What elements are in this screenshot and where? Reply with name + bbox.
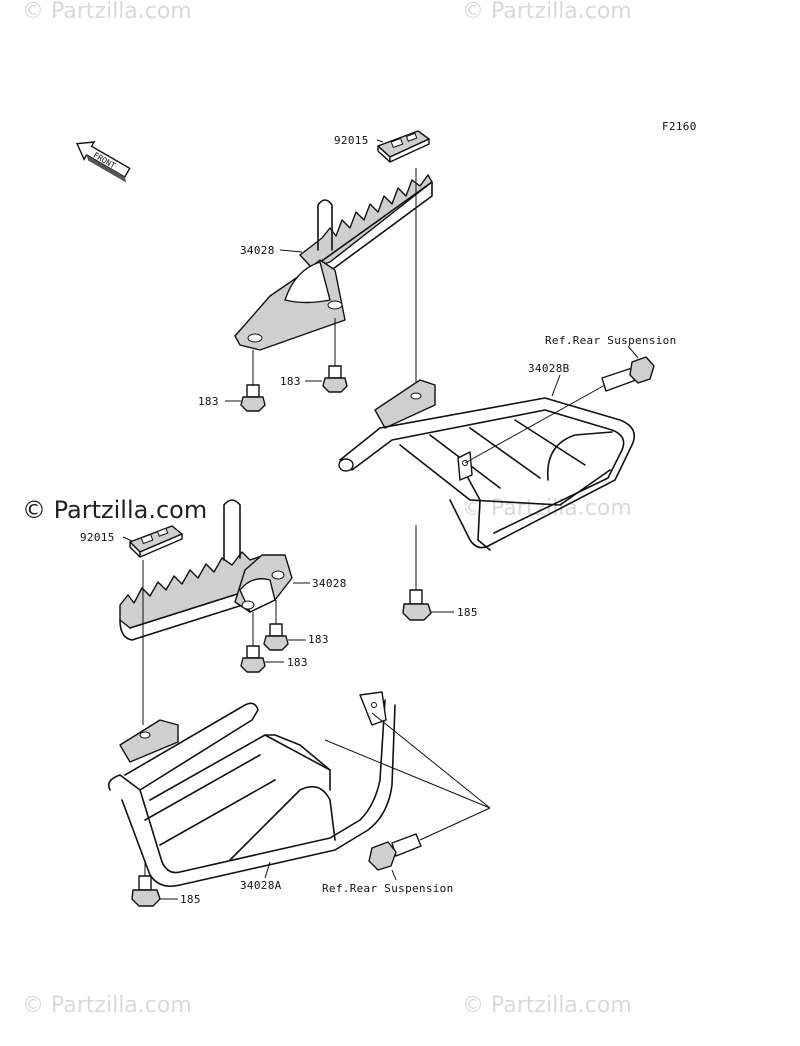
callout-lower-bolt-b: 183: [287, 656, 308, 669]
watermark-main: © Partzilla.com: [22, 496, 207, 524]
upper-frame-bolt-185: [402, 525, 432, 621]
callout-lower-pad: 92015: [80, 531, 115, 544]
lower-footrest-step: [119, 499, 293, 641]
watermark-top-left: © Partzilla.com: [22, 0, 192, 24]
lower-footrest-pad: [129, 525, 183, 558]
callout-lower-ref: Ref.Rear Suspension: [322, 882, 454, 895]
watermark-top-right: © Partzilla.com: [462, 0, 632, 24]
watermark-bottom-right: © Partzilla.com: [462, 993, 632, 1018]
watermarks: © Partzilla.com © Partzilla.com © Partzi…: [22, 0, 632, 1018]
upper-ref-rear-suspension-bolt: [464, 356, 655, 464]
callout-upper-bolt-b: 183: [280, 375, 301, 388]
callout-lower-frame: 34028A: [240, 879, 282, 892]
callout-lower-step: 34028: [312, 577, 347, 590]
upper-footrest-pad: [377, 130, 430, 163]
upper-bolt-183-b: [322, 318, 348, 393]
watermark-middle-right: © Partzilla.com: [462, 496, 632, 521]
front-arrow-icon: FRONT: [75, 141, 131, 183]
callout-upper-pad: 92015: [334, 134, 369, 147]
callout-upper-ref: Ref.Rear Suspension: [545, 334, 677, 347]
upper-bolt-183-a: [240, 350, 266, 412]
callout-lower-bolt-a: 183: [308, 633, 329, 646]
watermark-bottom-left: © Partzilla.com: [22, 993, 192, 1018]
lower-bolt-183-a: [263, 600, 289, 651]
callout-upper-step: 34028: [240, 244, 275, 257]
lower-footrest-frame: [107, 691, 396, 888]
lower-bolt-183-b: [240, 612, 266, 673]
callout-upper-frame-bolt: 185: [457, 606, 478, 619]
callout-upper-frame: 34028B: [528, 362, 570, 375]
figure-code: F2160: [662, 120, 697, 133]
lower-ref-rear-suspension-bolt: [324, 712, 491, 871]
callout-upper-bolt-a: 183: [198, 395, 219, 408]
lower-frame-bolt-185: [131, 860, 161, 907]
upper-footrest-frame: [338, 379, 636, 551]
upper-footrest-step: [234, 174, 433, 351]
callout-lower-frame-bolt: 185: [180, 893, 201, 906]
